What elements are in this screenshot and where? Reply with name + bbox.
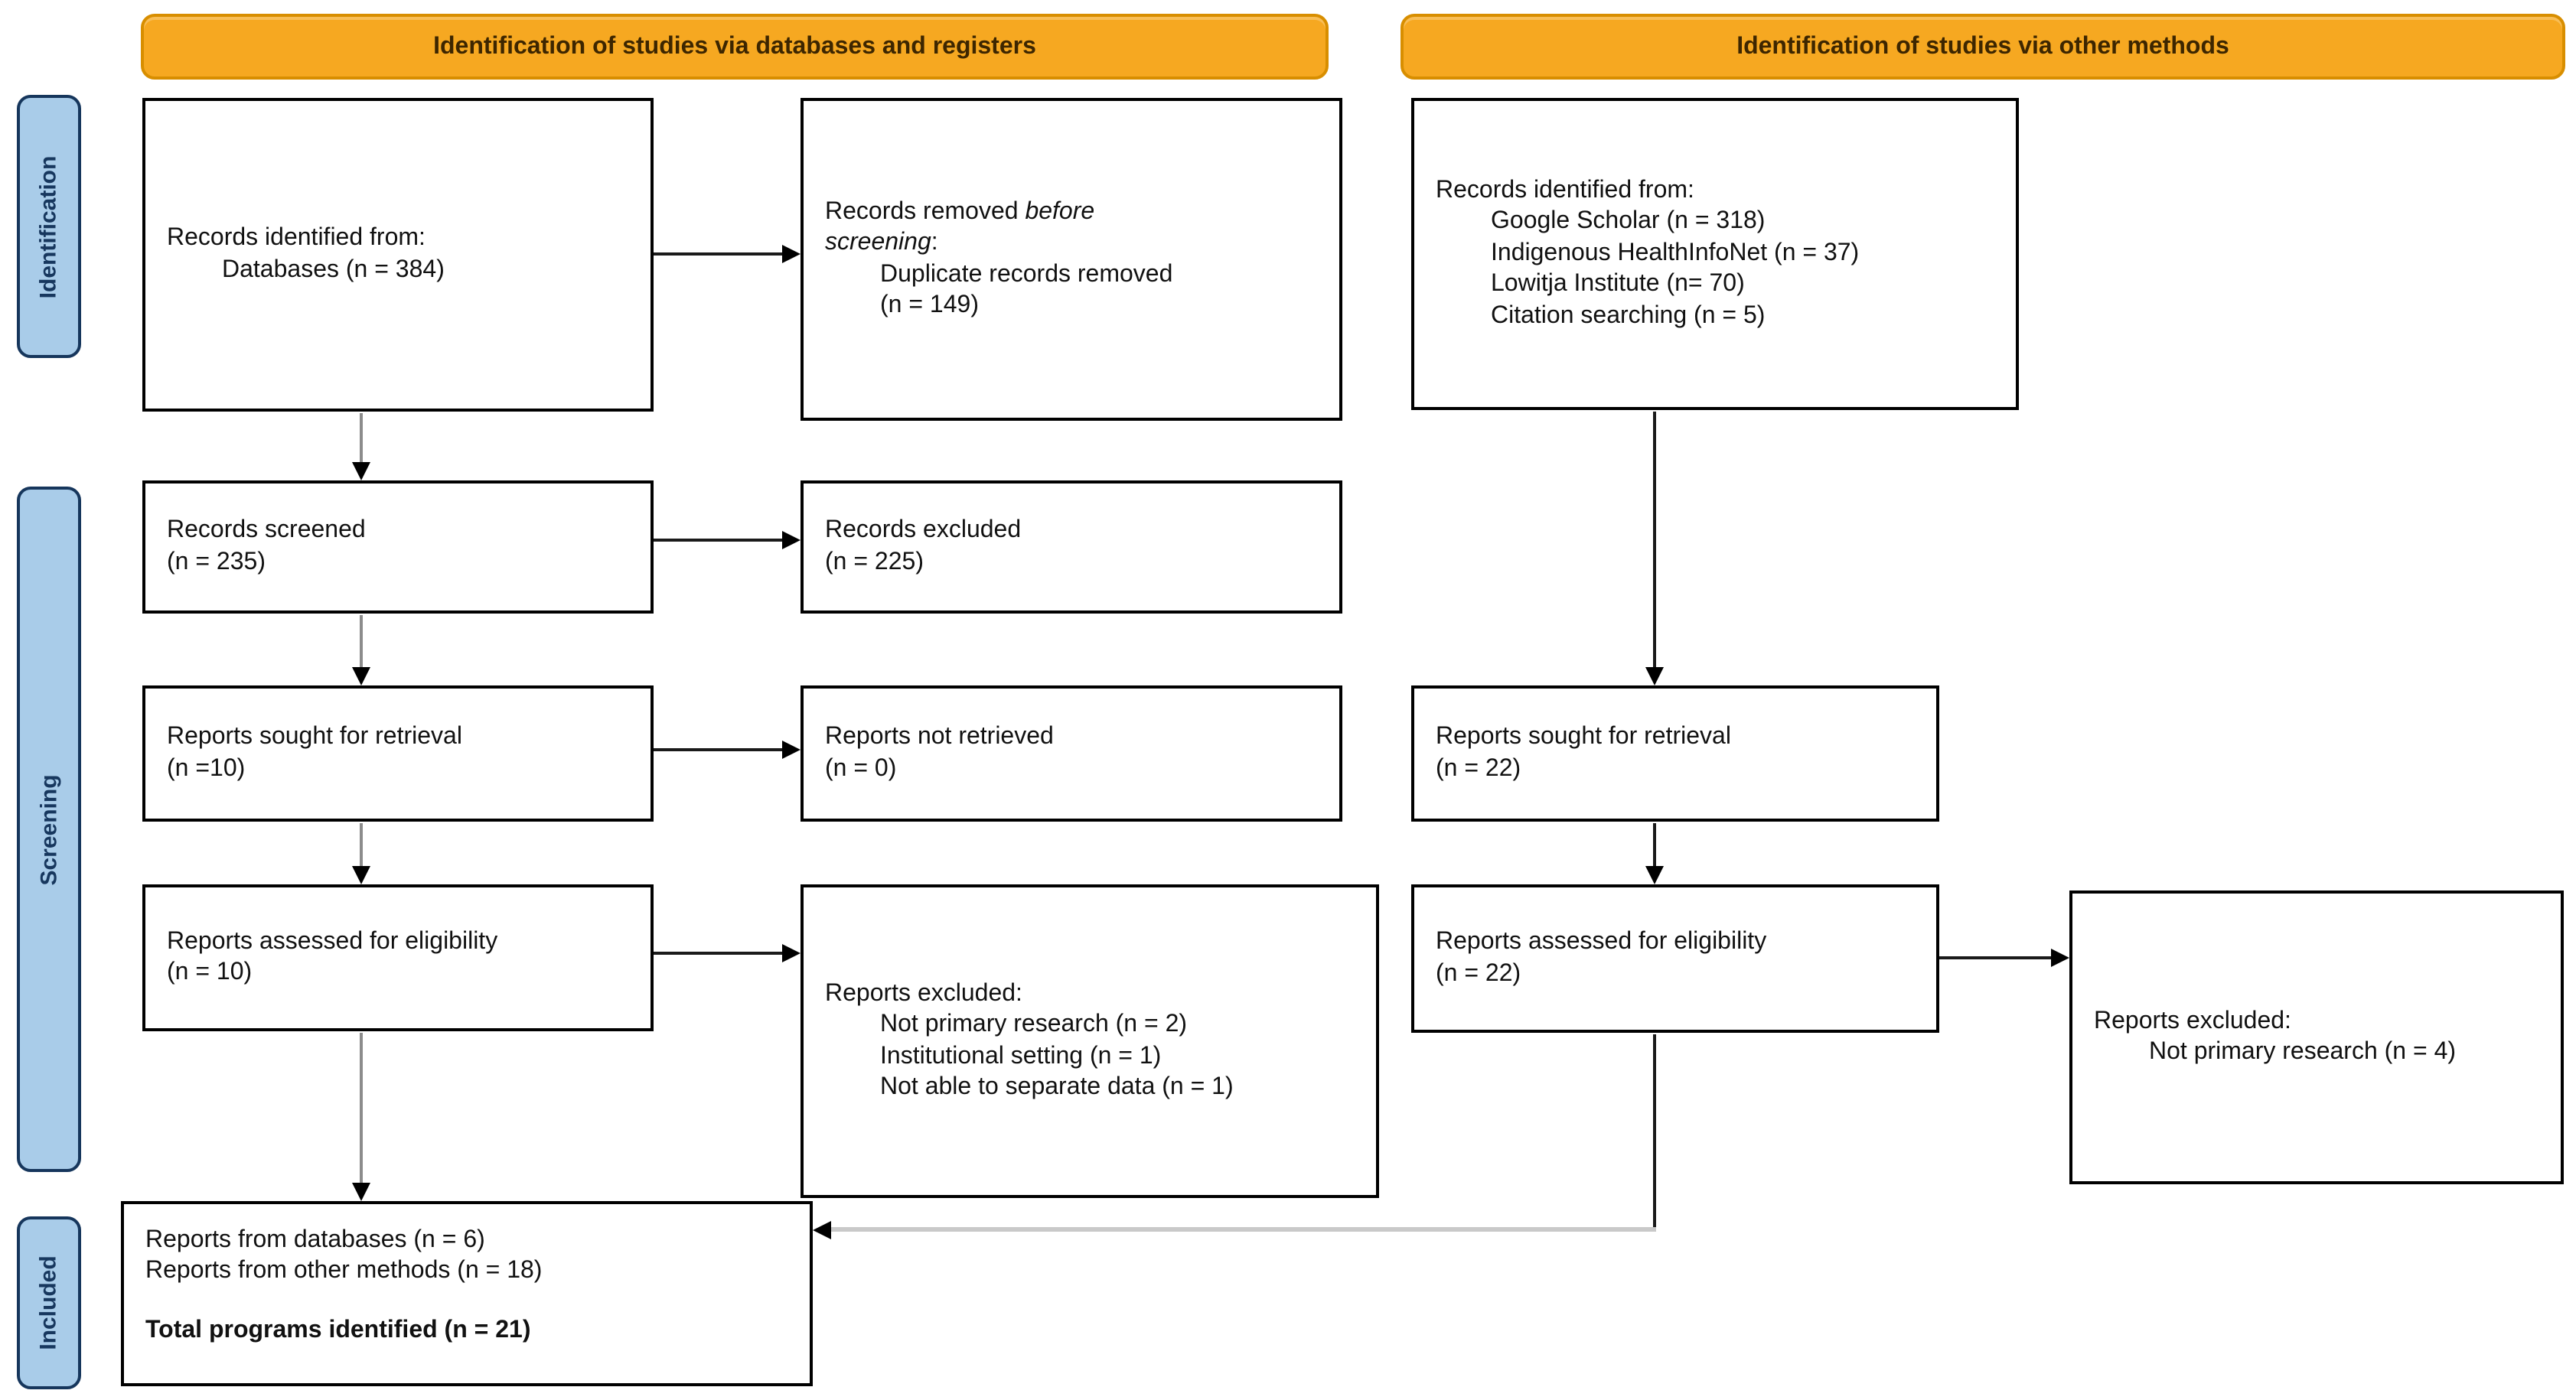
box-line: (n = 0) bbox=[825, 755, 897, 781]
arrowhead-other-methods-to-included bbox=[813, 1221, 831, 1239]
arrowhead-screened-to-excluded bbox=[782, 531, 801, 549]
stage-screening-label: Screening bbox=[36, 773, 62, 885]
arrow-line-sought-to-assessed bbox=[360, 823, 363, 866]
arrow-line-assessed-to-excluded-db bbox=[654, 952, 785, 955]
box-records-identified-databases: Records identified from: Databases (n = … bbox=[142, 98, 654, 412]
box-reports-sought-databases: Reports sought for retrieval (n =10) bbox=[142, 685, 654, 822]
box-line: Records removed before bbox=[825, 197, 1327, 228]
box-line-total: Total programs identified (n = 21) bbox=[145, 1317, 531, 1343]
box-line-text: : bbox=[931, 230, 938, 256]
banner-databases-registers-label: Identification of studies via databases … bbox=[433, 33, 1036, 59]
box-line: (n =10) bbox=[167, 755, 246, 781]
arrowhead-identified-to-removed bbox=[782, 245, 801, 263]
arrowhead-assessed-other-to-excluded bbox=[2051, 949, 2069, 967]
box-records-excluded: Records excluded (n = 225) bbox=[801, 480, 1342, 614]
box-line: Records screened bbox=[167, 517, 366, 544]
arrowhead-sought-to-assessed bbox=[352, 866, 370, 884]
arrowhead-assessed-to-included bbox=[352, 1183, 370, 1201]
box-line: (n = 22) bbox=[1436, 755, 1521, 781]
box-line: Lowitja Institute (n= 70) bbox=[1491, 271, 1745, 298]
box-line: Records identified from: bbox=[1436, 177, 1694, 203]
box-line: screening: bbox=[825, 228, 1327, 259]
box-line: Reports from other methods (n = 18) bbox=[145, 1258, 543, 1284]
box-line: (n = 22) bbox=[1436, 960, 1521, 986]
box-line: Institutional setting (n = 1) bbox=[880, 1043, 1162, 1069]
box-reports-assessed-databases: Reports assessed for eligibility (n = 10… bbox=[142, 884, 654, 1031]
box-records-screened: Records screened (n = 235) bbox=[142, 480, 654, 614]
box-reports-sought-other-methods: Reports sought for retrieval (n = 22) bbox=[1411, 685, 1939, 822]
arrow-line-identified-to-removed bbox=[654, 252, 785, 256]
stage-identification: Identification bbox=[17, 95, 81, 358]
box-line: Records excluded bbox=[825, 517, 1022, 544]
arrow-line-sought-other-to-assessed bbox=[1653, 823, 1656, 866]
box-line: Citation searching (n = 5) bbox=[1491, 302, 1766, 329]
box-line: (n = 235) bbox=[167, 549, 266, 575]
box-line-text: Records removed bbox=[825, 198, 1026, 225]
box-line: Not able to separate data (n = 1) bbox=[880, 1073, 1234, 1100]
box-records-removed-before-screening: Records removed before screening: Duplic… bbox=[801, 98, 1342, 421]
box-line: (n = 10) bbox=[167, 959, 253, 985]
box-reports-assessed-other-methods: Reports assessed for eligibility (n = 22… bbox=[1411, 884, 1939, 1033]
spacer bbox=[145, 1288, 797, 1316]
arrowhead-identified-to-screened bbox=[352, 462, 370, 480]
box-line: Duplicate records removed bbox=[880, 261, 1173, 287]
arrowhead-screened-to-sought bbox=[352, 667, 370, 685]
arrow-line-assessed-other-to-excluded bbox=[1939, 956, 2053, 959]
box-line: Not primary research (n = 2) bbox=[880, 1011, 1188, 1038]
arrow-line-assessed-other-down bbox=[1653, 1034, 1656, 1230]
box-line: Reports excluded: bbox=[825, 980, 1022, 1007]
box-line: Reports assessed for eligibility bbox=[1436, 929, 1767, 956]
box-records-identified-other-methods: Records identified from: Google Scholar … bbox=[1411, 98, 2019, 410]
arrowhead-sought-other-to-assessed bbox=[1645, 866, 1664, 884]
box-line: Indigenous HealthInfoNet (n = 37) bbox=[1491, 239, 1860, 266]
box-line: Reports assessed for eligibility bbox=[167, 928, 498, 955]
box-included-totals: Reports from databases (n = 6) Reports f… bbox=[121, 1201, 813, 1386]
stage-included-label: Included bbox=[36, 1255, 63, 1350]
banner-other-methods-label: Identification of studies via other meth… bbox=[1736, 33, 2229, 59]
arrow-line-other-methods-to-included bbox=[831, 1227, 1656, 1232]
box-line: Reports excluded: bbox=[2094, 1008, 2291, 1034]
arrow-line-screened-to-excluded bbox=[654, 539, 785, 542]
box-line: Records identified from: bbox=[167, 225, 426, 252]
box-line: Reports from databases (n = 6) bbox=[145, 1227, 485, 1253]
stage-screening: Screening bbox=[17, 487, 81, 1172]
arrowhead-assessed-to-excluded-db bbox=[782, 944, 801, 962]
box-line: Reports not retrieved bbox=[825, 724, 1054, 750]
stage-included: Included bbox=[17, 1216, 81, 1389]
box-reports-not-retrieved: Reports not retrieved (n = 0) bbox=[801, 685, 1342, 822]
box-line-italic: before bbox=[1025, 198, 1095, 225]
stage-identification-label: Identification bbox=[36, 155, 62, 298]
banner-other-methods: Identification of studies via other meth… bbox=[1400, 14, 2565, 80]
arrow-line-identified-other-to-sought bbox=[1653, 412, 1656, 667]
arrow-line-sought-to-notretrieved bbox=[654, 748, 785, 751]
box-line: Reports sought for retrieval bbox=[167, 724, 462, 750]
arrow-line-assessed-to-included bbox=[360, 1033, 363, 1183]
arrowhead-identified-other-to-sought bbox=[1645, 667, 1664, 685]
box-reports-excluded-other-methods: Reports excluded: Not primary research (… bbox=[2069, 890, 2564, 1184]
box-line: (n = 225) bbox=[825, 549, 924, 575]
arrow-line-screened-to-sought bbox=[360, 615, 363, 667]
arrowhead-sought-to-notretrieved bbox=[782, 741, 801, 759]
box-line: Google Scholar (n = 318) bbox=[1491, 208, 1766, 235]
box-line: (n = 149) bbox=[880, 291, 979, 318]
box-line: Databases (n = 384) bbox=[222, 256, 445, 282]
box-line-italic: screening bbox=[825, 230, 931, 256]
box-reports-excluded-databases: Reports excluded: Not primary research (… bbox=[801, 884, 1379, 1198]
arrow-line-identified-to-screened bbox=[360, 413, 363, 465]
box-line: Reports sought for retrieval bbox=[1436, 724, 1731, 750]
banner-databases-registers: Identification of studies via databases … bbox=[141, 14, 1329, 80]
box-line: Not primary research (n = 4) bbox=[2149, 1039, 2457, 1065]
